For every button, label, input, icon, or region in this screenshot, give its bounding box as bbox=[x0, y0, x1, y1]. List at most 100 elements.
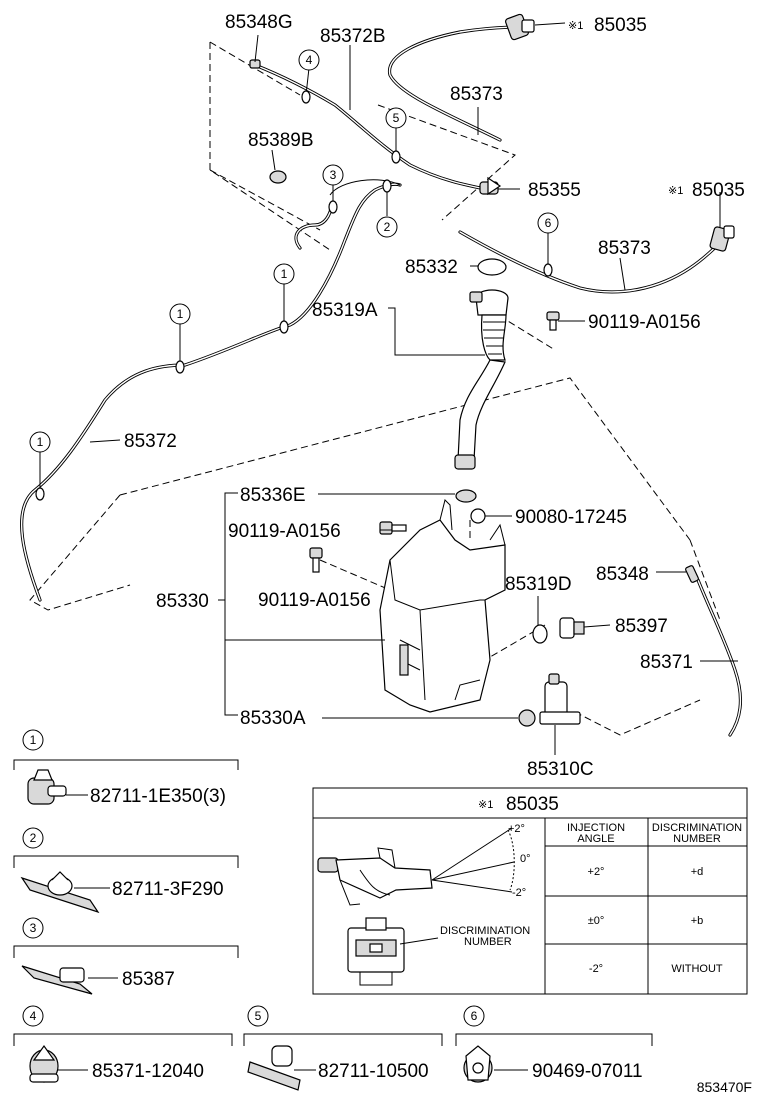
svg-text:2: 2 bbox=[384, 220, 391, 234]
col-injection-header-2: ANGLE bbox=[577, 833, 614, 845]
legend-part-5: 82711-10500 bbox=[318, 1061, 429, 1082]
label-85373-right: 85373 bbox=[598, 238, 651, 259]
detail-title: 85035 bbox=[506, 794, 559, 815]
row-2-angle: ±0° bbox=[588, 915, 605, 927]
filler-neck bbox=[454, 289, 509, 470]
nozzle-front-view bbox=[347, 917, 405, 986]
drawing-id: 853470F bbox=[697, 1079, 752, 1095]
legend-part-1: 82711-1E350(3) bbox=[90, 786, 226, 807]
clamp-marks bbox=[35, 90, 553, 501]
svg-text:2: 2 bbox=[30, 831, 37, 845]
hoses bbox=[20, 25, 742, 737]
callout-1c: 1 bbox=[29, 431, 51, 453]
part-labels: 85348G 85372B ※1 85035 85373 85389B 8535… bbox=[124, 12, 745, 780]
svg-text:3: 3 bbox=[330, 168, 337, 182]
row-1-disc: +d bbox=[691, 866, 704, 878]
svg-text:5: 5 bbox=[393, 111, 400, 125]
callout-3: 3 bbox=[322, 164, 344, 186]
label-85336E: 85336E bbox=[240, 485, 306, 506]
parts-drawings bbox=[249, 13, 735, 727]
label-85319A: 85319A bbox=[312, 300, 378, 321]
connector-85348 bbox=[685, 565, 699, 583]
legend-part-6: 90469-07011 bbox=[532, 1061, 643, 1082]
label-85355: 85355 bbox=[528, 180, 581, 201]
legend-item-1: 1 82711-1E350(3) bbox=[13, 729, 239, 807]
row-3-disc: WITHOUT bbox=[671, 963, 723, 975]
svg-text:1: 1 bbox=[177, 307, 184, 321]
label-85372B: 85372B bbox=[320, 26, 386, 47]
disc-label-1: DISCRIMINATION bbox=[440, 925, 530, 937]
legend-part-4: 85371-12040 bbox=[92, 1061, 204, 1082]
label-85330A: 85330A bbox=[240, 708, 306, 729]
label-85389B: 85389B bbox=[248, 130, 314, 151]
col-injection-header-1: INJECTION bbox=[567, 822, 625, 834]
nozzle-top bbox=[505, 13, 535, 41]
callout-5: 5 bbox=[385, 107, 407, 129]
label-85310C: 85310C bbox=[527, 759, 594, 780]
grommet-85330A bbox=[518, 709, 536, 727]
label-85035-right: 85035 bbox=[692, 180, 745, 201]
spray-angle bbox=[431, 827, 515, 893]
bolt-90119-low bbox=[309, 547, 323, 573]
bolt-90119-top bbox=[546, 311, 560, 331]
nut-90080 bbox=[470, 508, 486, 524]
angle-minus-label: -2° bbox=[512, 887, 526, 899]
label-85371: 85371 bbox=[640, 652, 693, 673]
label-85373-top: 85373 bbox=[450, 84, 503, 105]
legend-item-2: 2 82711-3F290 bbox=[13, 827, 239, 914]
note-mark-right: ※1 bbox=[668, 185, 683, 197]
col-disc-header-1: DISCRIMINATION bbox=[652, 822, 742, 834]
clip-icon-3 bbox=[21, 965, 93, 995]
row-3-angle: -2° bbox=[589, 963, 603, 975]
clip-icon-6 bbox=[463, 1045, 493, 1083]
callout-2: 2 bbox=[376, 216, 398, 238]
label-85372: 85372 bbox=[124, 431, 177, 452]
legend-part-2: 82711-3F290 bbox=[112, 879, 224, 900]
svg-text:4: 4 bbox=[30, 1009, 37, 1023]
label-90119-low: 90119-A0156 bbox=[258, 590, 371, 611]
legend-item-3: 3 85387 bbox=[13, 917, 239, 995]
svg-text:5: 5 bbox=[255, 1009, 262, 1023]
clip-icon-5 bbox=[247, 1045, 301, 1091]
clip-icon-4 bbox=[29, 1044, 59, 1083]
cap-85389B bbox=[269, 170, 287, 184]
seal-85332 bbox=[477, 258, 507, 276]
grommet-85336E bbox=[455, 489, 477, 503]
svg-text:1: 1 bbox=[30, 733, 37, 747]
note-mark-top: ※1 bbox=[568, 20, 583, 32]
callout-1b: 1 bbox=[169, 303, 191, 325]
label-85319D: 85319D bbox=[505, 574, 572, 595]
angle-plus-label: +2° bbox=[508, 823, 525, 835]
label-85397: 85397 bbox=[615, 616, 668, 637]
svg-text:4: 4 bbox=[306, 53, 313, 67]
row-1-angle: +2° bbox=[588, 866, 605, 878]
detail-note-mark: ※1 bbox=[478, 799, 493, 811]
nozzle-detail-box: ※1 85035 +2° 0° -2° DISCRIMINATION bbox=[312, 787, 748, 995]
legend-item-6: 6 90469-07011 bbox=[455, 1005, 653, 1083]
label-90080: 90080-17245 bbox=[515, 507, 627, 528]
nozzle-right bbox=[709, 225, 735, 252]
clip-icon-2 bbox=[20, 871, 100, 914]
label-85330: 85330 bbox=[156, 591, 209, 612]
col-disc-header-2: NUMBER bbox=[673, 833, 721, 845]
svg-text:6: 6 bbox=[545, 216, 552, 230]
row-2-disc: +b bbox=[691, 915, 704, 927]
label-90119-top: 90119-A0156 bbox=[588, 312, 701, 333]
sensor-85397 bbox=[559, 617, 585, 639]
washer-tank bbox=[379, 499, 506, 713]
angle-zero-label: 0° bbox=[520, 853, 531, 865]
svg-text:1: 1 bbox=[37, 435, 44, 449]
legend-part-3: 85387 bbox=[122, 969, 175, 990]
label-85348: 85348 bbox=[596, 564, 649, 585]
disc-label-2: NUMBER bbox=[464, 936, 512, 948]
callout-1a: 1 bbox=[273, 263, 295, 285]
label-85348G: 85348G bbox=[225, 12, 293, 33]
svg-text:3: 3 bbox=[30, 921, 37, 935]
legend: 1 82711-1E350(3) 2 82711-3F290 bbox=[13, 729, 653, 1091]
joint-85355 bbox=[479, 176, 502, 196]
callout-circles: 4 5 3 2 6 1 1 1 bbox=[29, 49, 559, 453]
bolt-90119-mid bbox=[379, 521, 407, 535]
label-90119-mid: 90119-A0156 bbox=[228, 521, 341, 542]
label-85332: 85332 bbox=[405, 257, 458, 278]
